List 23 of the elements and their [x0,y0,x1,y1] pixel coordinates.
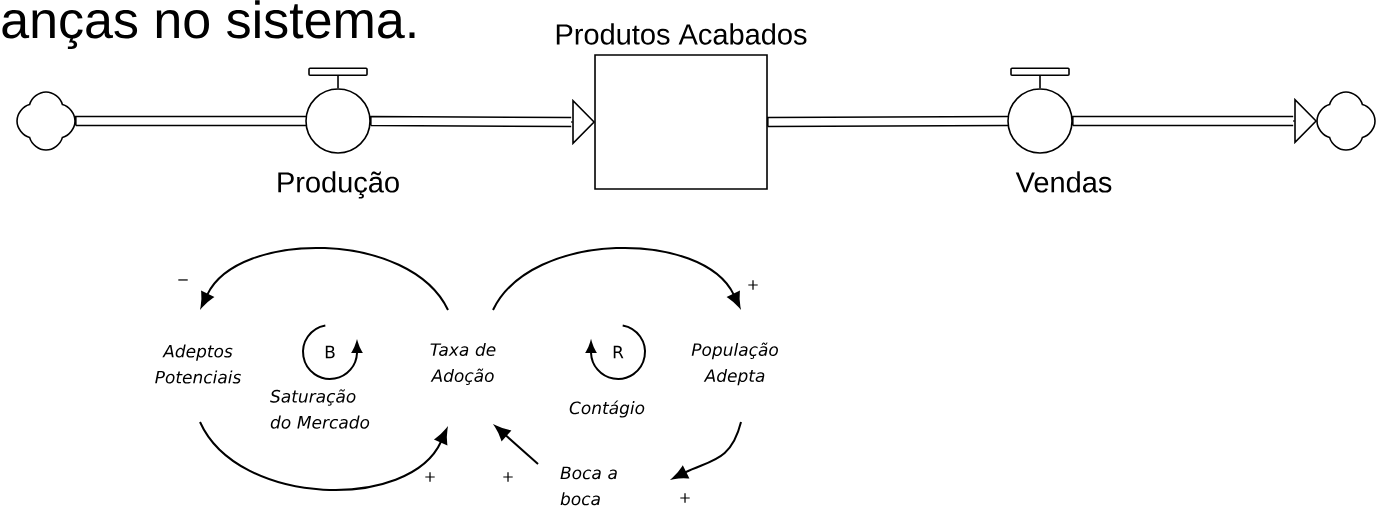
polarity-sign: − [175,278,191,286]
arrow [494,425,539,465]
stock-box: Produtos Acabados [556,23,807,190]
variable-label: Adeptos Potenciais [155,344,241,384]
variable-label: População Adepta [691,342,778,386]
arrow [200,247,449,311]
node-label: Produtos Acabados [556,23,807,45]
arrow [672,421,742,480]
cloud-symbol [16,91,76,151]
polarity-sign: + [500,471,516,483]
polarity-sign: + [745,279,761,291]
arrow [492,247,741,311]
flow-pipe [767,115,1009,128]
heading: anças no sistema. [2,0,415,49]
polarity-sign: + [677,492,693,504]
arrow [199,421,448,491]
loop-name: Saturação do Mercado [270,389,370,429]
loop-name: Contágio [569,400,645,418]
polarity-sign: + [422,471,438,483]
variable-label: Boca a boca [560,466,617,506]
cloud-symbol [1316,91,1376,151]
flow-pipe [75,115,307,127]
variable-label: Taxa de Adoção [430,342,496,386]
